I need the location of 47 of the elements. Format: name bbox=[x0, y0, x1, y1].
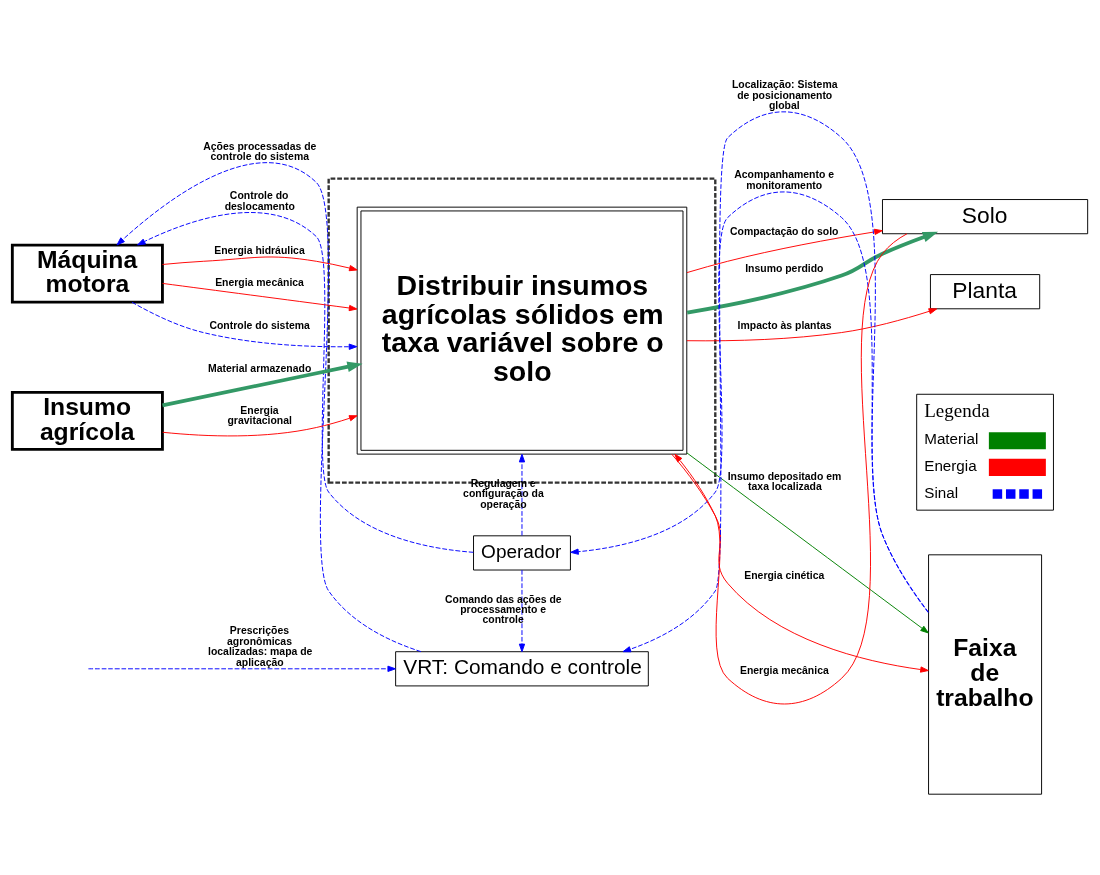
arrow bbox=[686, 452, 929, 634]
arrow bbox=[162, 282, 358, 312]
arrow bbox=[161, 256, 358, 272]
edge-label: Localização: Sistema de posicionamento global bbox=[731, 79, 838, 112]
legend-label: Material bbox=[924, 430, 979, 448]
edge-label: Insumo perdido bbox=[745, 262, 824, 274]
arrow bbox=[686, 228, 883, 274]
arrow bbox=[518, 569, 526, 653]
node-box: Insumo agrícola bbox=[10, 390, 164, 451]
edge-label: Energia mecânica bbox=[739, 665, 829, 677]
arrow bbox=[137, 212, 474, 553]
edge-label: Prescrições agronômicas localizadas: mapa de aplicação bbox=[208, 625, 313, 668]
node-box: Distribuir insumos agrícolas sólidos em taxa variável sobre o solo bbox=[356, 206, 688, 455]
arrow bbox=[518, 453, 526, 536]
label: Legenda bbox=[924, 400, 990, 422]
edge-label: Material armazenado bbox=[208, 363, 312, 375]
arrow bbox=[622, 111, 929, 653]
node-box: Máquina motora bbox=[10, 243, 164, 304]
arrow bbox=[686, 231, 939, 315]
arrow bbox=[162, 415, 358, 437]
node-box: Faixa de trabalho bbox=[928, 554, 1043, 795]
node-box: Planta bbox=[929, 274, 1041, 310]
arrow bbox=[570, 191, 929, 613]
node-box: Solo bbox=[882, 199, 1089, 235]
edge-label: Energia cinética bbox=[744, 570, 825, 582]
edge-label: Energia mecânica bbox=[215, 276, 304, 288]
legend-label: Energia bbox=[924, 457, 977, 475]
arrow bbox=[162, 361, 363, 408]
arrow bbox=[671, 453, 929, 673]
edge-label: Impacto às plantas bbox=[737, 319, 832, 331]
edge-label: Controle do deslocamento bbox=[224, 190, 295, 212]
edge-label: Controle do sistema bbox=[209, 319, 310, 331]
edge-label: Energia hidráulica bbox=[214, 244, 305, 256]
arrow bbox=[686, 308, 938, 342]
edge-label: Acompanhamento e monitoramento bbox=[734, 169, 835, 191]
legend-label: Sinal bbox=[924, 483, 959, 501]
arrow bbox=[116, 162, 422, 653]
arrow bbox=[131, 301, 358, 350]
edge-label: Energia gravitacional bbox=[227, 405, 292, 427]
node-box: Operador bbox=[473, 535, 571, 571]
arrow bbox=[87, 665, 396, 672]
arrow bbox=[674, 233, 908, 705]
edge-label: Compactação do solo bbox=[730, 225, 839, 237]
edge-label: Comando das ações de processamento e controle bbox=[445, 593, 562, 626]
node-box: VRT: Comando e controle bbox=[395, 651, 649, 687]
edge-label: Insumo depositado em taxa localizada bbox=[727, 470, 842, 493]
edge-label: Ações processadas de controle do sistema bbox=[203, 140, 317, 163]
